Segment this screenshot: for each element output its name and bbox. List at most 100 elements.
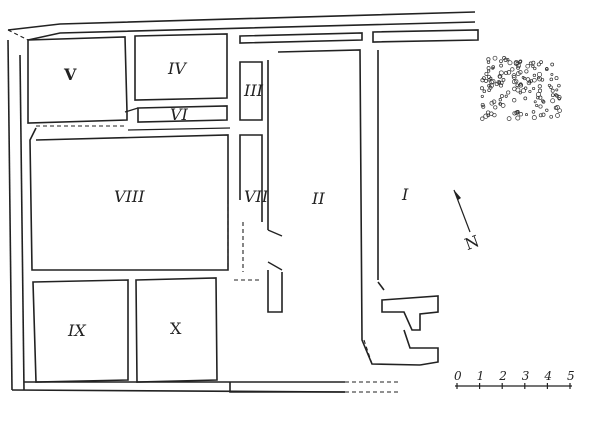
stipple-dot: [489, 76, 493, 80]
room-ix: IX: [32, 279, 129, 383]
stipple-dot: [531, 115, 537, 121]
stipple-dot: [492, 112, 497, 118]
stipple-dot: [518, 112, 524, 117]
stipple-dot: [549, 114, 554, 119]
room-i: I: [363, 185, 439, 366]
room-label-x: X: [170, 319, 182, 338]
stipple-dot: [555, 88, 559, 92]
legend-stipple: [480, 55, 562, 121]
stipple-dot: [533, 100, 537, 104]
stipple-dot: [482, 89, 487, 94]
stipple-dot: [506, 58, 510, 62]
stipple-dot: [540, 77, 545, 82]
north-letter: N: [462, 231, 482, 254]
scale-tick-label: 1: [477, 369, 485, 383]
stipple-dot: [491, 65, 496, 69]
stipple-dot: [557, 108, 562, 113]
stipple-dot: [550, 72, 554, 76]
stipple-dot: [531, 110, 536, 114]
stipple-dot: [500, 103, 506, 108]
stipple-dot: [516, 65, 521, 70]
stipple-dot: [550, 62, 555, 67]
stipple-dot: [498, 83, 504, 88]
outer-top-wall: [7, 11, 476, 41]
stipple-dot: [504, 94, 508, 98]
scale-tick-label: 4: [543, 369, 552, 383]
stipple-dot: [541, 112, 546, 117]
room-iv: IV: [134, 33, 228, 101]
outer-west-wall: [7, 39, 346, 393]
room-viii: VIII: [29, 127, 229, 271]
stipple-dot: [518, 91, 522, 95]
stipple-dot: [518, 83, 523, 88]
stipple-dot: [554, 93, 558, 97]
scale-tick-label: 3: [522, 369, 530, 383]
stipple-dot: [554, 105, 560, 110]
room-label-ix: IX: [67, 321, 86, 340]
north-arrow-icon: N: [453, 189, 482, 254]
stipple-dot: [541, 99, 545, 103]
stipple-dot: [512, 98, 517, 103]
stipple-dot: [488, 82, 494, 89]
stipple-dot: [557, 97, 561, 101]
stipple-dot: [511, 75, 517, 80]
stipple-dot: [524, 86, 528, 90]
stipple-dot: [532, 73, 537, 78]
stipple-dot: [555, 113, 560, 118]
room-vii: VII: [234, 134, 269, 281]
stipple-dot: [501, 78, 506, 82]
stipple-dot: [535, 103, 539, 108]
stipple-dot: [533, 66, 537, 71]
stipple-dot: [549, 77, 554, 82]
stipple-dot: [537, 88, 543, 93]
stipple-dot: [497, 74, 502, 79]
stipple-dot: [483, 113, 489, 119]
stipple-dot: [480, 94, 484, 98]
stipple-dot: [535, 91, 542, 98]
stipple-dot: [486, 57, 491, 62]
stipple-dot: [506, 90, 511, 95]
room-label-iv: IV: [167, 59, 187, 78]
south-passage: [345, 381, 400, 393]
stipple-dot: [539, 60, 543, 64]
stipple-dot: [512, 111, 517, 116]
room-label-i: I: [401, 185, 409, 204]
stipple-dot: [499, 94, 504, 99]
stipple-dot: [515, 83, 519, 87]
stipple-dot: [504, 70, 509, 76]
stipple-dot: [498, 98, 502, 102]
stipple-dot: [545, 108, 549, 112]
room-label-vii: VII: [244, 187, 269, 206]
stipple-dot: [537, 76, 543, 82]
stipple-dot: [497, 80, 501, 84]
stipple-dot: [550, 98, 556, 104]
stipple-dot: [531, 64, 535, 69]
stipple-dot: [487, 83, 491, 88]
scale-tick-label: 2: [498, 369, 507, 383]
stipple-dot: [515, 87, 521, 93]
stipple-dot: [515, 115, 521, 121]
stipple-dot: [516, 110, 520, 114]
room-x: X: [135, 277, 218, 383]
stipple-dot: [480, 86, 484, 91]
stipple-dot: [525, 113, 528, 117]
stipple-dot: [486, 60, 491, 64]
stipple-dot: [492, 55, 498, 61]
room-label-viii: VIII: [114, 187, 145, 206]
stipple-dot: [538, 113, 543, 118]
stipple-dot: [532, 77, 537, 83]
stipple-dot: [493, 105, 498, 110]
stipple-dot: [521, 88, 526, 94]
stipple-dot: [536, 62, 541, 67]
stipple-dot: [487, 69, 491, 73]
stipple-dot: [528, 89, 532, 94]
stipple-dot: [498, 102, 502, 106]
stipple-dot: [511, 73, 517, 78]
scale-tick-label: 0: [454, 369, 462, 383]
stipple-dot: [547, 83, 551, 87]
corridor-walls: [229, 29, 479, 393]
stipple-dot: [550, 88, 555, 93]
stipple-dot: [490, 78, 496, 84]
stipple-dot: [532, 86, 536, 91]
